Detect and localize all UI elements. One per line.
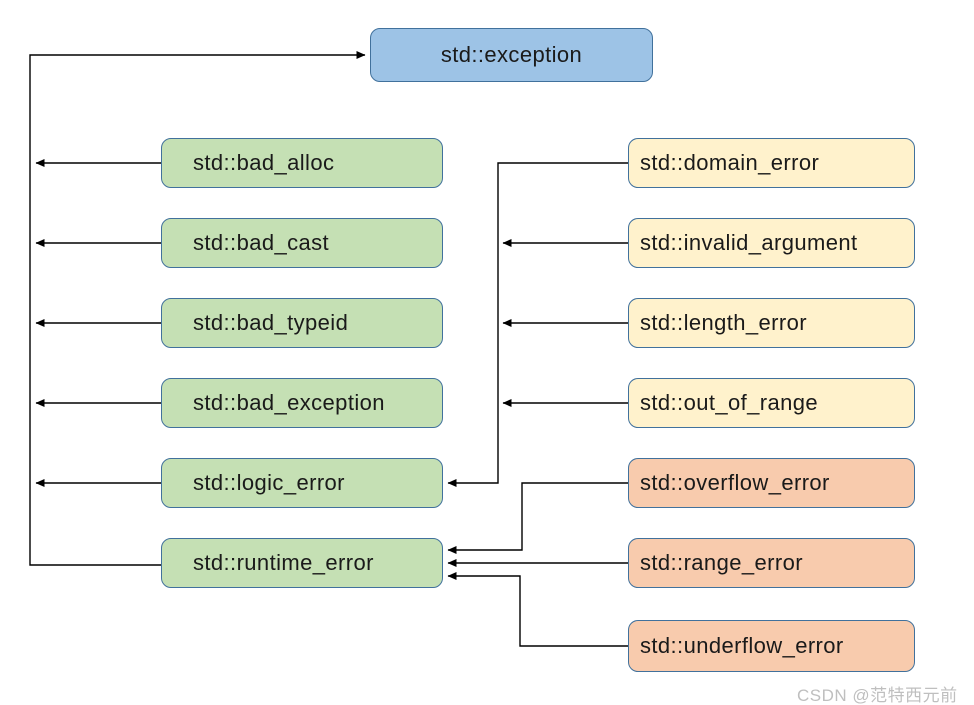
watermark-text: CSDN @范特西元前 [797, 686, 958, 705]
node-std-bad-typeid: std::bad_typeid [161, 298, 443, 348]
node-std-length-error: std::length_error [628, 298, 915, 348]
node-std-overflow-error: std::overflow_error [628, 458, 915, 508]
node-std-domain-error: std::domain_error [628, 138, 915, 188]
node-std-runtime-error: std::runtime_error [161, 538, 443, 588]
edge-overflow-error-to-runtime-error [447, 482, 628, 554]
node-std-range-error: std::range_error [628, 538, 915, 588]
edge-runtime-trunk-to-exception [29, 51, 366, 566]
edge-underflow-error-to-runtime-error [447, 572, 628, 647]
node-std-out-of-range: std::out_of_range [628, 378, 915, 428]
node-std-logic-error: std::logic_error [161, 458, 443, 508]
node-std-bad-alloc: std::bad_alloc [161, 138, 443, 188]
node-std-exception: std::exception [370, 28, 653, 82]
node-std-invalid-argument: std::invalid_argument [628, 218, 915, 268]
node-std-underflow-error: std::underflow_error [628, 620, 915, 672]
edge-domain-error-to-logic-error [447, 162, 628, 487]
node-std-bad-cast: std::bad_cast [161, 218, 443, 268]
node-std-bad-exception: std::bad_exception [161, 378, 443, 428]
